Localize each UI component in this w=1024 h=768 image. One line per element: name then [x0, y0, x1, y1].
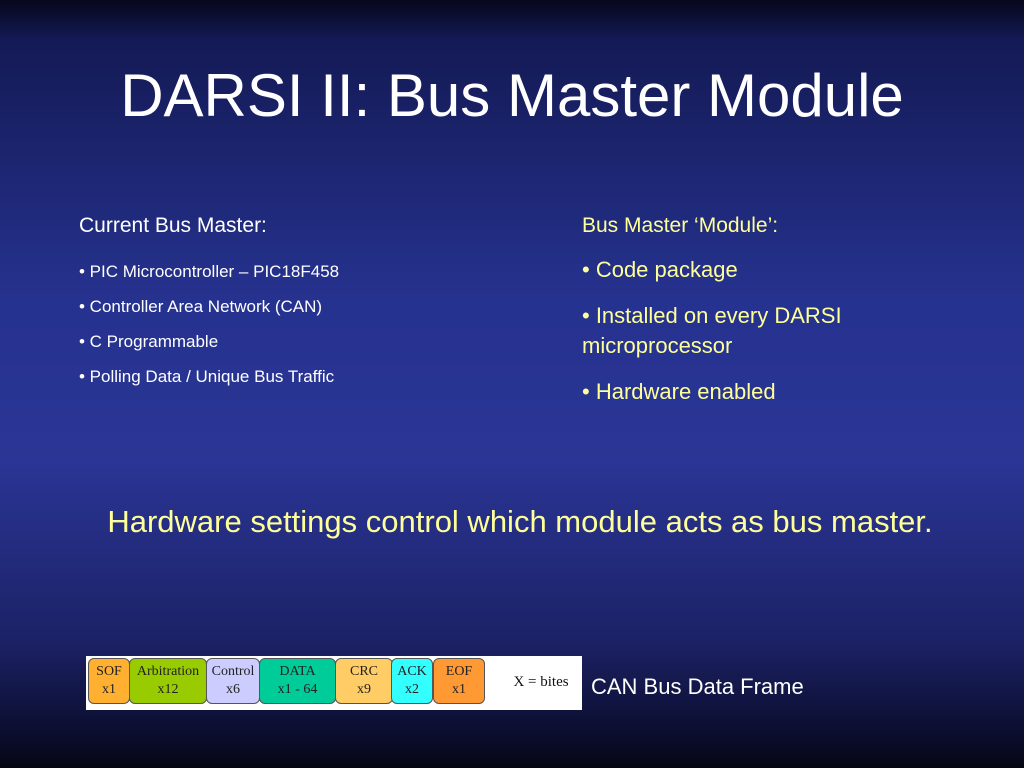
- slide-title: DARSI II: Bus Master Module: [120, 62, 904, 129]
- left-bullet-item: • C Programmable: [79, 332, 219, 351]
- frame-field-name: DATA: [279, 664, 316, 679]
- frame-field-name: SOF: [96, 664, 122, 679]
- frame-field-name: EOF: [445, 664, 473, 679]
- current-bus-master-heading: Current Bus Master:: [79, 214, 267, 237]
- left-bullet-item: • Polling Data / Unique Bus Traffic: [79, 367, 335, 386]
- frame-field-ack: ACK x2: [391, 658, 433, 704]
- hardware-settings-statement: Hardware settings control which module a…: [107, 504, 933, 539]
- can-frame-caption: CAN Bus Data Frame: [591, 674, 804, 699]
- frame-field-name: Control: [211, 664, 255, 679]
- frame-field-crc: CRC x9: [335, 658, 393, 704]
- left-bullet-item: • Controller Area Network (CAN): [79, 297, 323, 316]
- frame-field-name: Arbitration: [136, 664, 200, 679]
- frame-field-count: x9: [357, 682, 371, 697]
- frame-field-name: CRC: [349, 664, 378, 679]
- can-frame-diagram: SOF x1 Arbitration x12 Control x6 DATA x…: [86, 656, 582, 710]
- frame-field-control: Control x6: [206, 658, 260, 704]
- bus-master-module-section: Bus Master ‘Module’: • Code package • In…: [582, 213, 922, 423]
- frame-field-data: DATA x1 - 64: [259, 658, 336, 704]
- frame-field-eof: EOF x1: [433, 658, 485, 704]
- right-bullet-item: • Code package: [582, 257, 738, 282]
- frame-field-count: x1: [452, 682, 466, 697]
- bus-master-module-heading: Bus Master ‘Module’:: [582, 214, 779, 237]
- right-bullet-item: • Hardware enabled: [582, 379, 776, 404]
- frame-field-arbitration: Arbitration x12: [129, 658, 207, 704]
- frame-legend: X = bites: [513, 674, 569, 690]
- frame-field-name: ACK: [397, 664, 427, 679]
- current-bus-master-section: Current Bus Master: • PIC Microcontrolle…: [79, 213, 379, 400]
- frame-field-count: x2: [405, 682, 419, 697]
- left-bullet-item: • PIC Microcontroller – PIC18F458: [79, 262, 340, 281]
- frame-field-count: x1: [102, 682, 116, 697]
- frame-field-count: x1 - 64: [277, 682, 318, 697]
- frame-field-count: x12: [157, 682, 179, 697]
- frame-field-count: x6: [226, 682, 240, 697]
- right-bullet-item: • Installed on every DARSI microprocesso…: [582, 303, 842, 358]
- frame-field-sof: SOF x1: [88, 658, 130, 704]
